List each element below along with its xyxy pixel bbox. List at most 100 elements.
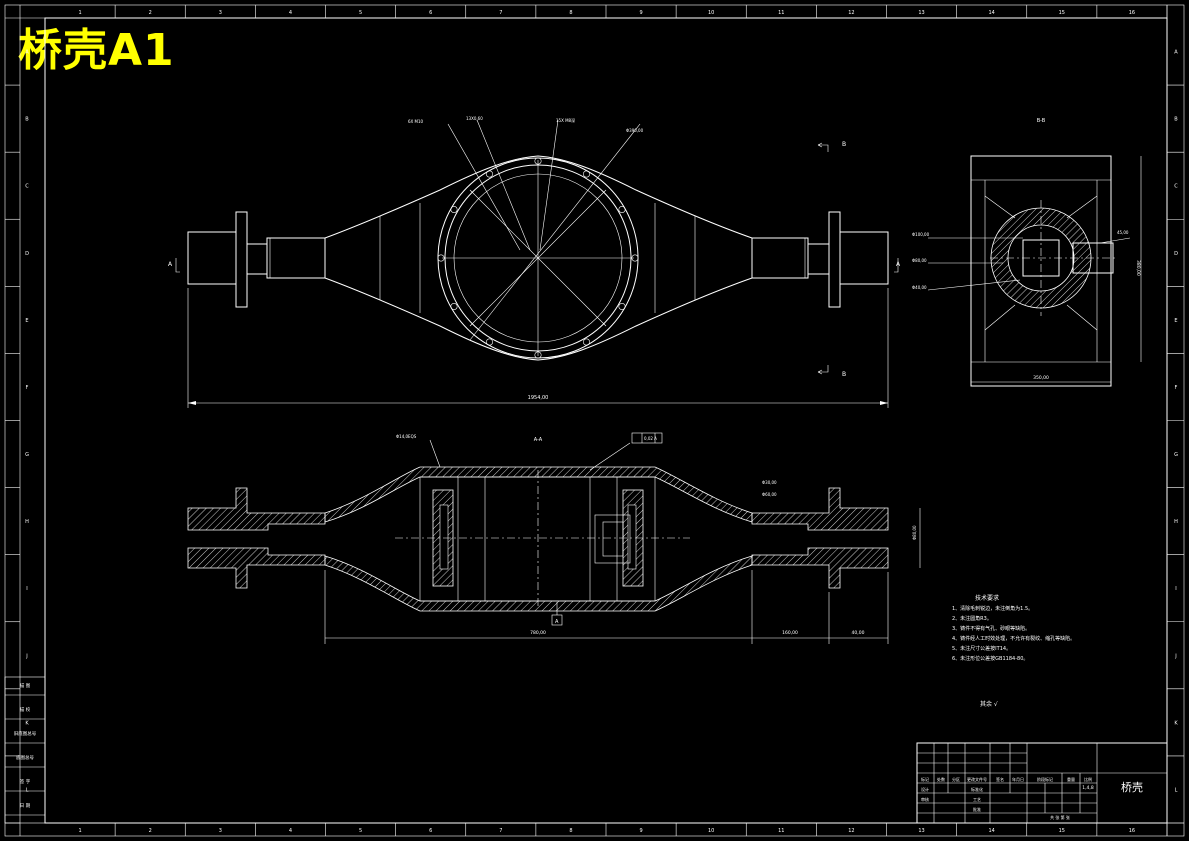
zone-number-top: 12: [848, 10, 854, 16]
tech-req-3: 3、铸件不得有气孔、砂眼等缺陷。: [952, 625, 1030, 632]
zone-letter-left: D: [25, 251, 29, 257]
zone-number-top: 8: [569, 10, 572, 16]
title-block-label: 审核: [921, 796, 929, 802]
zone-letter-right: J: [1174, 653, 1176, 659]
zone-letter-left: I: [26, 586, 27, 592]
top-view: [175, 119, 899, 408]
zone-number-bottom: 11: [778, 828, 784, 834]
section-leader-3: Φ30,00: [762, 480, 777, 485]
tech-req-2: 2、未注圆角R3。: [952, 615, 992, 622]
sidebar-label: 签 字: [20, 778, 31, 785]
title-block-label: 年月日: [1012, 776, 1024, 782]
bolt-hole: [450, 302, 458, 310]
zone-letter-left: F: [26, 385, 29, 391]
zone-letter-right: D: [1174, 251, 1178, 257]
flange-bolt-holes: [437, 157, 639, 359]
zone-letter-left: H: [25, 519, 29, 525]
technical-requirements: 技术要求 1、清除毛刺锐边，未注倒角为1.5。 2、未注圆角R3。 3、铸件不得…: [952, 594, 1075, 708]
section-mark-b-bottom: B: [842, 371, 846, 378]
zone-number-bottom: 10: [708, 828, 714, 834]
side-height-dim: 380,00: [1135, 260, 1141, 276]
roughness-note: 其余 √: [980, 700, 998, 708]
sidebar-label: 旧底图总号: [14, 730, 37, 737]
title-block-label: 更改文件号: [967, 776, 987, 782]
section-dim-body: 780,00: [530, 630, 546, 636]
section-mark-a-left: A: [168, 261, 173, 268]
tech-req-5: 5、未注尺寸公差按IT14。: [952, 645, 1011, 652]
drawing-frame: [4, 4, 1185, 837]
zone-number-bottom: 14: [989, 828, 995, 834]
top-leader-2: 13X0,60: [466, 116, 483, 121]
sidebar-label: 描 图: [20, 682, 31, 689]
zone-letter-right: F: [1175, 385, 1178, 391]
section-leader-4: Φ80,00: [912, 525, 917, 540]
title-block-label: 共 张 第 张: [1050, 814, 1070, 820]
section-dim-flange: 40,00: [852, 630, 865, 636]
zone-number-bottom: 8: [569, 828, 572, 834]
zone-number-top: 14: [989, 10, 995, 16]
sidebar-label: 日 期: [20, 803, 31, 809]
zone-letter-left: L: [26, 787, 29, 793]
title-block-label: 分区: [952, 776, 960, 782]
section-view-label: A-A: [534, 437, 543, 443]
tech-req-6: 6、未注形位公差按GB1184-80。: [952, 655, 1028, 662]
section-view: [187, 432, 921, 644]
zone-number-bottom: 5: [359, 828, 362, 834]
top-leader-4: Φ390,00: [626, 128, 644, 133]
zone-letter-right: A: [1174, 50, 1178, 56]
zone-number-bottom: 16: [1129, 828, 1135, 834]
bolt-hole: [450, 206, 458, 214]
top-zone-labels: 1122334455667788991010111112121313141415…: [78, 5, 1168, 836]
title-block-label: 处数: [937, 776, 945, 782]
section-tolerance: 0,02 A: [644, 436, 657, 441]
top-leader-1: 6X M10: [408, 119, 424, 124]
top-length-dim: 1954,00: [528, 395, 549, 401]
zone-number-bottom: 6: [429, 828, 432, 834]
zone-letter-right: I: [1175, 586, 1176, 592]
zone-number-bottom: 12: [848, 828, 854, 834]
zone-number-top: 4: [289, 10, 292, 16]
sidebar-label: 描 校: [20, 706, 31, 713]
zone-number-top: 5: [359, 10, 362, 16]
left-sidebar: [4, 676, 46, 824]
side-leader-4: 45,00: [1117, 230, 1129, 235]
zone-number-top: 10: [708, 10, 714, 16]
side-leader-3: Φ40,00: [912, 285, 927, 290]
zone-number-bottom: 15: [1059, 828, 1065, 834]
zone-number-top: 11: [778, 10, 784, 16]
title-block-label: 标记: [921, 776, 929, 782]
title-block-label: 工艺: [973, 797, 981, 802]
zone-number-bottom: 7: [499, 828, 502, 834]
side-leader-1: Φ100,00: [912, 232, 930, 237]
drawing-title: 桥壳A1: [18, 25, 175, 76]
zone-letter-left: K: [25, 720, 29, 726]
zone-letter-left: G: [25, 452, 29, 458]
title-block-labels: 标记处数分区更改文件号签名年月日设计标准化审核工艺批准阶段标记重量比例共 张 第…: [921, 776, 1092, 820]
section-leader-2: Φ60,00: [762, 492, 777, 497]
zone-letter-right: G: [1174, 452, 1178, 458]
title-block-label: 设计: [921, 786, 929, 792]
zone-number-bottom: 3: [219, 828, 222, 834]
title-block: [916, 742, 1168, 824]
side-width-dim: 350,00: [1033, 375, 1049, 381]
zone-letter-right: L: [1175, 787, 1178, 793]
zone-number-top: 6: [429, 10, 432, 16]
tech-req-1: 1、清除毛刺锐边，未注倒角为1.5。: [952, 605, 1033, 612]
section-leader-1: Φ14,0EQS: [396, 434, 417, 439]
section-dim-end: 160,00: [782, 630, 798, 636]
bolt-hole: [485, 338, 493, 346]
title-block-label: 标准化: [971, 786, 983, 792]
zone-letter-left: E: [25, 318, 28, 324]
zone-number-top: 3: [219, 10, 222, 16]
tech-req-heading: 技术要求: [975, 594, 999, 602]
title-block-label: 阶段标记: [1037, 776, 1053, 782]
zone-number-bottom: 2: [149, 828, 152, 834]
zone-letter-left: B: [25, 117, 29, 123]
zone-number-bottom: 1: [78, 828, 81, 834]
zone-letter-right: H: [1174, 519, 1178, 525]
side-view-label: B-B: [1037, 118, 1046, 124]
zone-number-top: 2: [149, 10, 152, 16]
zone-letter-left: A: [25, 50, 29, 56]
